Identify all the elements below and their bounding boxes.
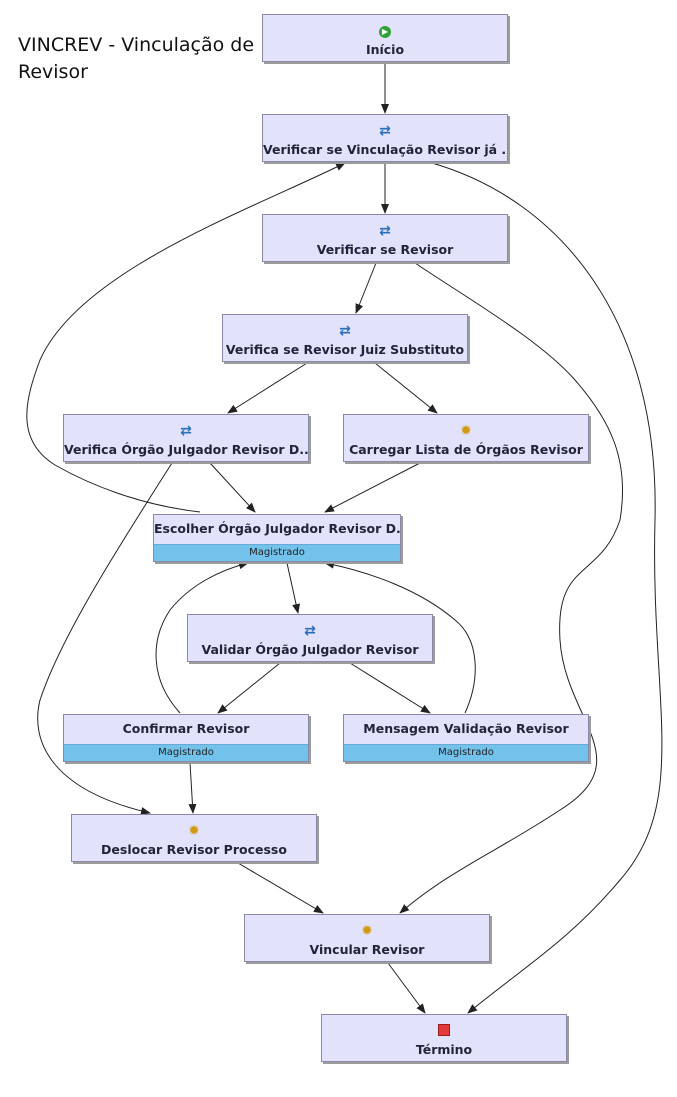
node-label: Carregar Lista de Órgãos Revisor — [349, 442, 583, 457]
edge-validar-orgao-confirmar-revisor — [217, 662, 281, 714]
gear-icon: ✹ — [460, 423, 472, 439]
edge-confirmar-revisor-escolher-orgao — [155, 561, 249, 714]
node-mensagem-validacao[interactable]: Mensagem Validação Revisor Magistrado — [343, 714, 589, 762]
gear-icon: ✹ — [188, 823, 200, 839]
end-icon — [322, 1024, 566, 1040]
edge-verifica-orgao-deslocar-revisor — [37, 462, 173, 815]
node-label: Confirmar Revisor — [122, 721, 250, 736]
role-badge: Magistrado — [64, 744, 308, 761]
node-verifica-orgao[interactable]: ⇄ Verifica Órgão Julgador Revisor D... — [63, 414, 309, 462]
edge-vincular-revisor-termino — [387, 962, 426, 1014]
edge-verifica-juiz-substituto-verifica-orgao — [227, 362, 308, 414]
start-icon: ▶ — [263, 24, 507, 40]
node-validar-orgao[interactable]: ⇄ Validar Órgão Julgador Revisor — [187, 614, 433, 662]
decision-icon: ⇄ — [379, 123, 391, 139]
node-label: Escolher Órgão Julgador Revisor D... — [154, 521, 400, 536]
node-verificar-vinculacao[interactable]: ⇄ Verificar se Vinculação Revisor já ... — [262, 114, 508, 162]
node-label: Verificar se Vinculação Revisor já ... — [263, 142, 507, 157]
node-verificar-revisor[interactable]: ⇄ Verificar se Revisor — [262, 214, 508, 262]
edge-validar-orgao-mensagem-validacao — [349, 662, 431, 714]
node-label: Término — [415, 1042, 473, 1057]
edge-deslocar-revisor-vincular-revisor — [237, 862, 324, 914]
edge-mensagem-validacao-escolher-orgao — [324, 560, 476, 714]
node-label: Validar Órgão Julgador Revisor — [201, 642, 419, 657]
decision-icon: ⇄ — [339, 323, 351, 339]
gear-icon: ✹ — [361, 923, 373, 939]
node-confirmar-revisor[interactable]: Confirmar Revisor Magistrado — [63, 714, 309, 762]
node-verifica-juiz-substituto[interactable]: ⇄ Verifica se Revisor Juiz Substituto — [222, 314, 468, 362]
node-label: Mensagem Validação Revisor — [363, 721, 569, 736]
diagram-title: VINCREV - Vinculação de Revisor — [18, 34, 255, 83]
node-termino[interactable]: Término — [321, 1014, 567, 1062]
edge-verificar-vinculacao-termino — [431, 162, 663, 1014]
node-label: Verificar se Revisor — [316, 242, 454, 257]
edge-escolher-orgao-verificar-vinculacao — [26, 162, 346, 513]
node-label: Vincular Revisor — [309, 942, 425, 957]
edge-verifica-juiz-substituto-carregar-lista — [374, 362, 438, 414]
edge-confirmar-revisor-deslocar-revisor — [188, 762, 197, 814]
decision-icon: ⇄ — [304, 623, 316, 639]
edge-escolher-orgao-validar-orgao — [286, 562, 300, 614]
node-vincular-revisor[interactable]: ✹ Vincular Revisor — [244, 914, 490, 962]
node-inicio[interactable]: ▶ Início — [262, 14, 508, 62]
node-label: Deslocar Revisor Processo — [101, 842, 287, 857]
node-escolher-orgao[interactable]: Escolher Órgão Julgador Revisor D... Mag… — [153, 514, 401, 562]
node-carregar-lista[interactable]: ✹ Carregar Lista de Órgãos Revisor — [343, 414, 589, 462]
node-label: Verifica Órgão Julgador Revisor D... — [64, 442, 308, 457]
node-label: Início — [365, 42, 405, 57]
role-badge: Magistrado — [154, 544, 400, 561]
edge-carregar-lista-escolher-orgao — [324, 462, 421, 513]
decision-icon: ⇄ — [180, 423, 192, 439]
node-label: Verifica se Revisor Juiz Substituto — [225, 342, 465, 357]
decision-icon: ⇄ — [379, 223, 391, 239]
edge-verifica-orgao-escolher-orgao — [209, 462, 256, 513]
edge-verificar-revisor-vincular-revisor — [399, 262, 624, 914]
edge-verificar-revisor-verifica-juiz-substituto — [355, 262, 377, 314]
role-badge: Magistrado — [344, 744, 588, 761]
node-deslocar-revisor[interactable]: ✹ Deslocar Revisor Processo — [71, 814, 317, 862]
